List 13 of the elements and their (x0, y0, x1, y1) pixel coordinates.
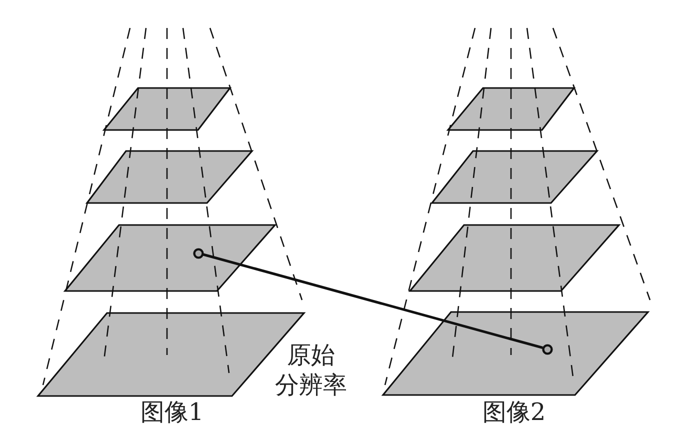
point-marker (192, 248, 204, 258)
layer-parallelogram (383, 312, 648, 395)
caption-text: 图像2 (481, 397, 547, 427)
connector-line (202, 252, 543, 350)
caption-text: 图像1 (139, 397, 205, 427)
point-marker (542, 344, 552, 354)
layer-parallelogram (65, 225, 275, 291)
layer-parallelogram (410, 225, 619, 291)
layer-parallelogram (104, 88, 230, 130)
annotation-text: 原始分辨率 (275, 340, 347, 400)
layer-parallelogram (448, 88, 574, 130)
layer-parallelogram (87, 151, 252, 203)
layer-parallelogram (432, 151, 597, 203)
